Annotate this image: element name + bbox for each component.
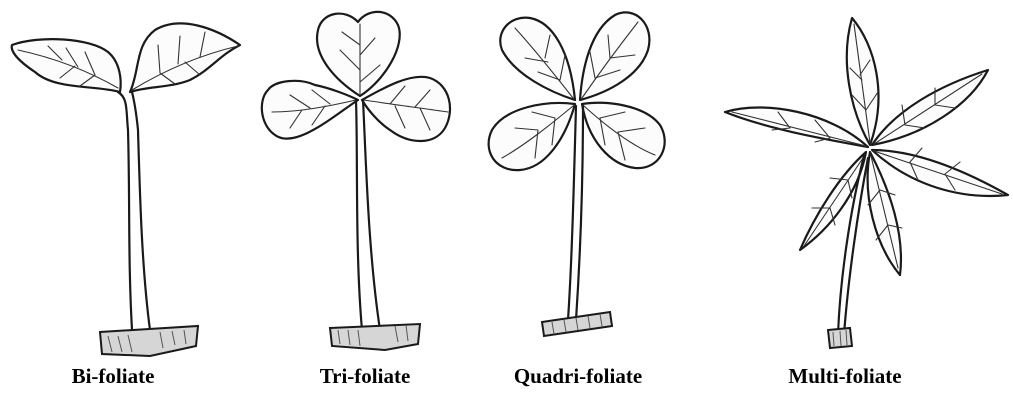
stem [356, 100, 362, 330]
caption-bi-foliate: Bi-foliate [38, 364, 188, 389]
stem [568, 106, 576, 320]
caption-multi-foliate: Multi-foliate [770, 364, 920, 389]
panel-tri-foliate: Tri-foliate [250, 0, 480, 393]
bi-foliate-plant-drawing [0, 0, 250, 393]
panel-bi-foliate: Bi-foliate [0, 0, 250, 393]
right-leaflet [362, 77, 450, 141]
lower-left-leaflet [800, 152, 866, 250]
soil-block [100, 326, 198, 356]
left-leaflet [262, 81, 358, 139]
tri-foliate-plant-drawing [250, 0, 480, 393]
quadri-foliate-plant-drawing [480, 0, 690, 393]
stem [118, 92, 132, 330]
top-leaflet [317, 12, 400, 96]
bottom-left-leaflet [489, 103, 575, 170]
caption-tri-foliate: Tri-foliate [290, 364, 440, 389]
top-leaflet [847, 18, 879, 145]
panel-multi-foliate: Multi-foliate [690, 0, 1013, 393]
multi-foliate-plant-drawing [690, 0, 1013, 393]
caption-quadri-foliate: Quadri-foliate [498, 364, 658, 389]
panel-quadri-foliate: Quadri-foliate [480, 0, 690, 393]
left-leaf [12, 39, 121, 92]
